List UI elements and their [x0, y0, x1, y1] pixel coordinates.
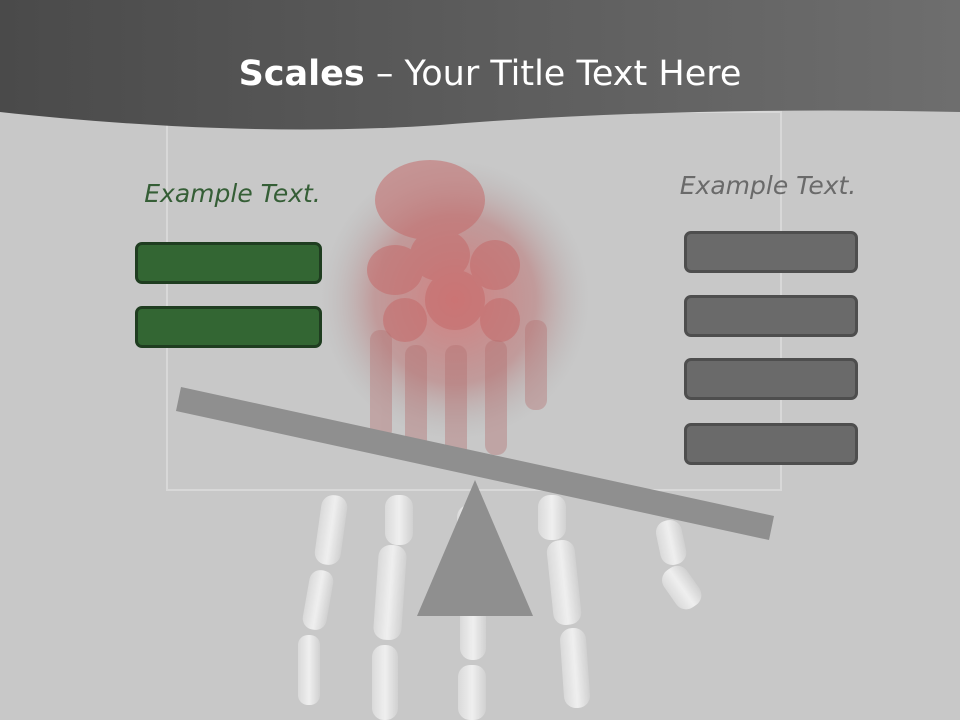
left-box-2	[135, 306, 322, 348]
right-box-3	[684, 358, 858, 400]
header-band	[0, 0, 960, 130]
seesaw-beam	[176, 387, 774, 540]
left-box-1	[135, 242, 322, 284]
right-box-4	[684, 423, 858, 465]
right-caption: Example Text.	[679, 171, 857, 200]
left-caption: Example Text.	[144, 179, 321, 208]
triangle-fulcrum	[417, 480, 533, 616]
slide-title: Scales – Your Title Text Here	[0, 52, 960, 96]
right-box-2	[684, 295, 858, 337]
right-box-1	[684, 231, 858, 273]
title-bold: Scales	[238, 54, 365, 94]
title-rest: – Your Title Text Here	[364, 54, 742, 94]
